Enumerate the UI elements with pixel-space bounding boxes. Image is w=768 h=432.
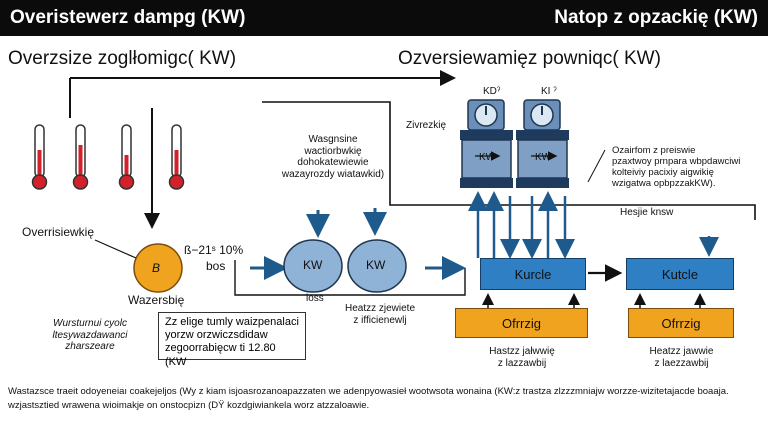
thermometer-icon — [168, 124, 185, 190]
thermometer-icon — [72, 124, 89, 190]
heat-label: Heatzz zjewiete z ifficienewlj — [344, 303, 416, 326]
heat-left-label: Hastzz jałwwię z lazzawbij — [489, 346, 555, 369]
right-description: Ozairfom z preiswie pzaxtwoy prnpara wbp… — [612, 145, 741, 189]
header-bar: Overistewerz dampg (KW) Natop z opzackię… — [0, 0, 768, 36]
kw-right-label: KW — [366, 258, 386, 272]
ki-label: KI ˀ — [541, 86, 557, 97]
header-left-title: Overistewerz dampg (KW) — [10, 7, 246, 28]
connector-line — [234, 260, 466, 296]
connector-line — [262, 101, 756, 220]
kurcle-box-right: Kutcle — [626, 258, 734, 290]
wazersbie-label: Wazersbię — [128, 293, 185, 307]
kd-label: KDˀ — [483, 86, 501, 97]
device-unit-left — [460, 99, 513, 188]
ofrrzig-box-left: Ofrrzig — [455, 308, 588, 338]
footer-text: Wastazsce traeit odoyeneiaı coakejeljos … — [8, 386, 729, 412]
ofrrzig-box-right: Ofrrzig — [628, 308, 734, 338]
overrisiewkie-label: Overrisiewkię — [22, 225, 95, 239]
right-panel-title: Ozversiewamięz powniqc( KW) — [398, 48, 661, 69]
center-top-label: Wasgnsine wactiorbwkię dohokatewiewie wa… — [281, 134, 385, 180]
unit-kw-right: KW — [535, 152, 552, 163]
left-caption: Wursturnui cyolc ltesywazdawanci zharsze… — [52, 318, 128, 352]
kw-circle-right — [347, 239, 407, 293]
hesjie-label: Hesjie knsw — [620, 207, 674, 218]
left-panel-title: Overzsize zoglłomigc( KW) — [8, 48, 237, 69]
heat-right-label: Heatzz jawwie z laezzawbij — [649, 346, 714, 369]
energy-circle — [133, 243, 183, 293]
pointer-line — [94, 239, 137, 259]
kw-left-label: KW — [303, 258, 323, 272]
pointer-line — [587, 149, 606, 183]
kw-circle-left — [283, 239, 343, 293]
unit-kw-left: KW — [479, 152, 496, 163]
header-right-title: Natop z opzackię (KW) — [554, 7, 758, 28]
percent-label: ß−21ˢ 10% — [184, 243, 244, 257]
info-note-box: Zz elige tumly waizpenalaci yorzw orzwic… — [158, 312, 306, 368]
thermometer-icon — [118, 124, 135, 190]
device-unit-right — [516, 99, 569, 188]
circle-letter: B — [152, 261, 161, 275]
thermometer-icon — [31, 124, 48, 190]
loss-label: loss — [306, 293, 324, 304]
zivrezk-label: Zivrezkię — [406, 120, 447, 131]
kurcle-box-left: Kurcle — [480, 258, 586, 290]
percent-sub-label: bos — [206, 259, 226, 273]
